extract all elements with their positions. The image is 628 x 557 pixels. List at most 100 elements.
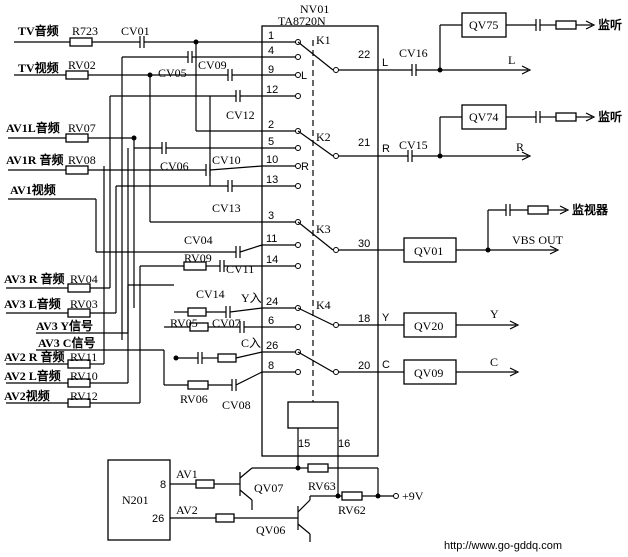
mcu-n201 bbox=[107, 459, 171, 541]
label-qv06: QV06 bbox=[256, 523, 285, 537]
input-av3-c: AV3 C信号 bbox=[38, 335, 95, 350]
pin-14: 14 bbox=[266, 254, 278, 266]
switch-k3-label: K3 bbox=[316, 222, 331, 236]
switch-c-arm bbox=[297, 351, 334, 373]
out-monitor-listen-2: 监听 bbox=[598, 109, 622, 124]
label-rv08: RV08 bbox=[68, 153, 96, 167]
label-av2: AV2 bbox=[176, 503, 198, 517]
pin-10: 10 bbox=[266, 154, 278, 166]
out-y: Y bbox=[490, 307, 499, 321]
tag-r-out: R bbox=[382, 143, 390, 155]
resistor-rv06 bbox=[187, 380, 209, 390]
label-av1: AV1 bbox=[176, 467, 198, 481]
label-cv05: CV05 bbox=[158, 66, 187, 80]
pin-24: 24 bbox=[266, 296, 278, 308]
ic-ref: NV01 bbox=[300, 2, 329, 16]
buffer-qv75 bbox=[461, 12, 507, 38]
input-av2l-audio: AV2 L音频 bbox=[4, 368, 61, 383]
resistor-rv07 bbox=[65, 133, 89, 143]
label-n201: N201 bbox=[122, 493, 149, 507]
left-pins: 1 4 9 12 2 5 10 13 3 11 14 24 6 26 8 L R… bbox=[241, 30, 309, 375]
switch-k1-label: K1 bbox=[316, 33, 331, 47]
label-rv10: RV10 bbox=[70, 369, 98, 383]
control-logic-box bbox=[287, 401, 339, 429]
label-cv09: CV09 bbox=[198, 58, 227, 72]
resistor-r723 bbox=[69, 37, 93, 47]
switch-k2-label: K2 bbox=[316, 130, 331, 144]
label-rv02: RV02 bbox=[68, 58, 96, 72]
pin-15: 15 bbox=[298, 438, 310, 450]
label-cv12: CV12 bbox=[226, 108, 255, 122]
mcu-pin8: 8 bbox=[160, 479, 166, 491]
input-av2r-audio: AV2 R 音频 bbox=[4, 349, 64, 364]
label-cv13: CV13 bbox=[212, 201, 241, 215]
out-r: R bbox=[516, 140, 524, 154]
pin-5: 5 bbox=[268, 136, 274, 148]
label-r723: R723 bbox=[72, 24, 98, 38]
label-rv03: RV03 bbox=[70, 297, 98, 311]
pin-1: 1 bbox=[268, 30, 274, 42]
switch-k2-arm bbox=[297, 130, 334, 157]
tag-y-out: Y bbox=[382, 312, 390, 324]
resistor-rv02 bbox=[65, 70, 89, 80]
pin-6: 6 bbox=[268, 315, 274, 327]
label-qv74: QV74 bbox=[469, 110, 498, 124]
label-rv06: RV06 bbox=[180, 392, 208, 406]
switches: K1 K2 K3 K4 bbox=[297, 33, 378, 375]
label-rv09: RV09 bbox=[184, 251, 212, 265]
label-cv01: CV01 bbox=[121, 24, 150, 38]
out-monitor-listen-1: 监听 bbox=[598, 17, 622, 32]
pin-2: 2 bbox=[268, 119, 274, 131]
resistor-rv08 bbox=[65, 165, 89, 175]
label-cv08: CV08 bbox=[222, 398, 251, 412]
ic-part: TA8720N bbox=[278, 14, 326, 28]
control-section: N201 8 26 AV1 QV07 RV63 +9V RV62 bbox=[107, 428, 424, 542]
label-rv07: RV07 bbox=[68, 121, 96, 135]
pin-26: 26 bbox=[266, 340, 278, 352]
switch-k4-label: K4 bbox=[316, 298, 331, 312]
tag-r-in: R bbox=[301, 161, 309, 173]
pin-20: 20 bbox=[358, 360, 370, 372]
tag-y-in: Y入 bbox=[241, 291, 262, 305]
input-av1r-audio: AV1R 音频 bbox=[6, 152, 63, 167]
pin-4: 4 bbox=[268, 45, 274, 57]
resistor-rv62 bbox=[341, 491, 363, 501]
pin-30: 30 bbox=[358, 238, 370, 250]
pin-12: 12 bbox=[266, 84, 278, 96]
label-qv75: QV75 bbox=[469, 18, 498, 32]
input-tv-video: TV视频 bbox=[18, 60, 59, 75]
right-pins: 22 21 30 18 20 L R Y C 15 16 bbox=[298, 49, 390, 450]
label-rv04: RV04 bbox=[70, 272, 98, 286]
switch-k4-arm bbox=[297, 307, 334, 326]
mcu-pin26: 26 bbox=[152, 513, 164, 525]
out-vbs: VBS OUT bbox=[512, 233, 564, 247]
pin-9: 9 bbox=[268, 64, 274, 76]
label-rv11: RV11 bbox=[70, 350, 97, 364]
input-tv-audio: TV音频 bbox=[18, 23, 59, 38]
tag-l-out: L bbox=[382, 57, 388, 69]
input-av1-video: AV1视频 bbox=[10, 182, 56, 197]
input-av2-video: AV2视频 bbox=[4, 388, 50, 403]
pin-22: 22 bbox=[358, 49, 370, 61]
buffer-qv74 bbox=[461, 104, 507, 130]
label-qv07: QV07 bbox=[254, 481, 283, 495]
ic-nv01: NV01 TA8720N bbox=[261, 2, 379, 457]
label-cv14: CV14 bbox=[196, 287, 225, 301]
label-cv15: CV15 bbox=[399, 138, 428, 152]
buffer-qv20 bbox=[403, 312, 457, 338]
label-rv05: RV05 bbox=[170, 316, 198, 330]
label-cv11: CV11 bbox=[226, 262, 254, 276]
switch-k3-arm bbox=[297, 221, 334, 251]
label-qv01: QV01 bbox=[414, 244, 443, 258]
pin-11: 11 bbox=[266, 233, 277, 245]
tag-c-out: C bbox=[382, 359, 390, 371]
label-rv62: RV62 bbox=[338, 503, 366, 517]
pin-3: 3 bbox=[268, 210, 274, 222]
website-watermark: http://www.go-gddq.com bbox=[444, 540, 562, 552]
switch-k1-arm bbox=[297, 41, 334, 71]
label-cv10: CV10 bbox=[212, 153, 241, 167]
input-av3-y: AV3 Y信号 bbox=[36, 318, 93, 333]
input-av1l-audio: AV1L音频 bbox=[6, 120, 60, 135]
pin-13: 13 bbox=[266, 174, 278, 186]
label-cv07: CV07 bbox=[212, 316, 241, 330]
